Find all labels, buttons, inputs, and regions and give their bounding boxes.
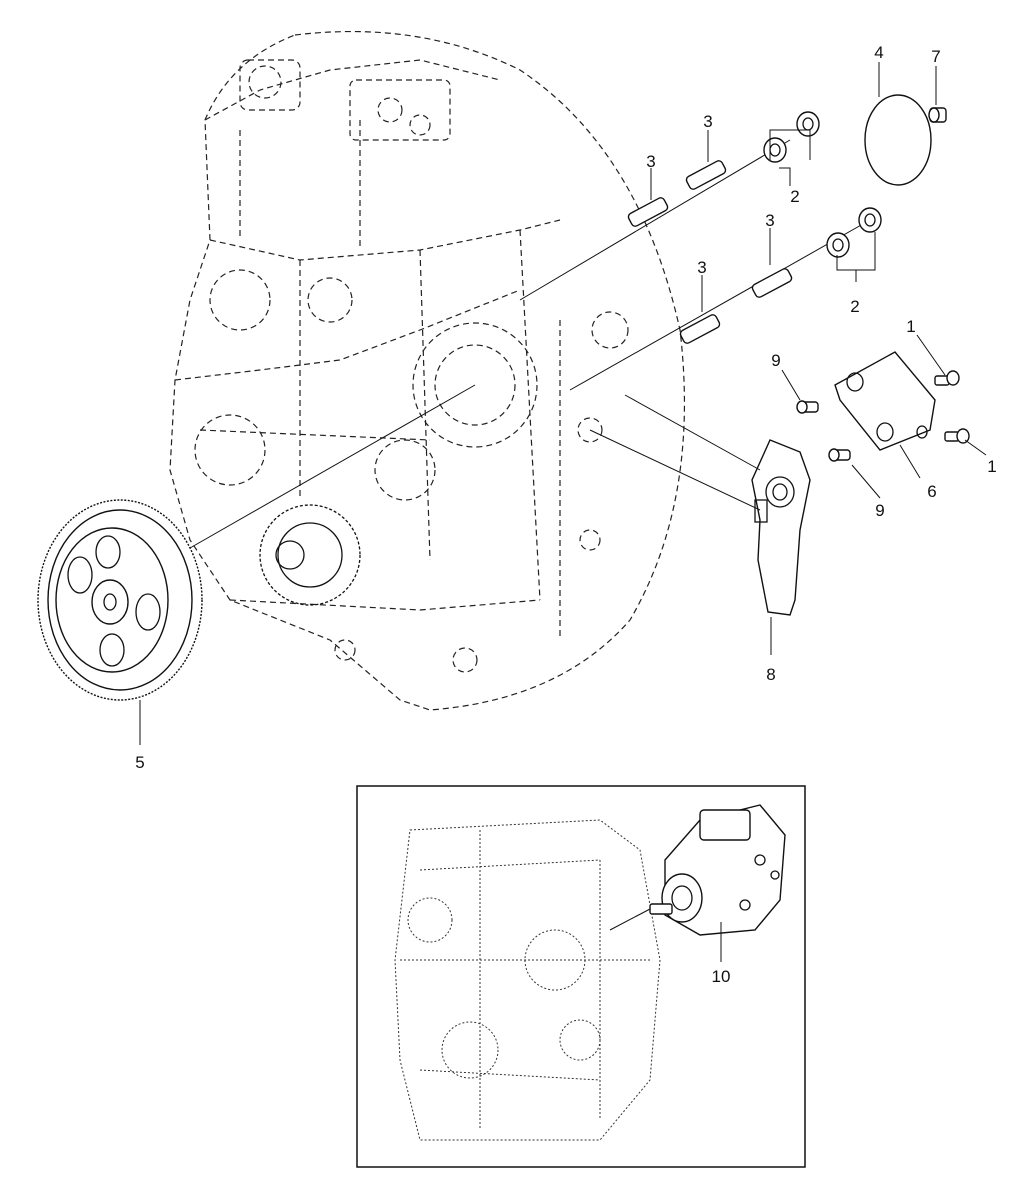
callout-4: 4 [874,43,883,62]
callout-2-upper: 2 [790,187,799,206]
upper-stud-assembly [519,111,820,301]
inset-frame [356,785,806,1168]
callout-3-d: 3 [765,211,774,230]
callout-2-lower: 2 [850,297,859,316]
screw-upper-right [934,370,960,386]
engine-block-outline [169,30,686,711]
timing-gear [37,499,203,701]
pump-plate [589,394,811,616]
callout-1-upper: 1 [906,317,915,336]
idler-gear [259,504,361,606]
plug [928,107,947,123]
callout-9-upper: 9 [771,351,780,370]
callout-6: 6 [927,482,936,501]
fuel-injection-pump [609,804,786,936]
callout-3-c: 3 [697,258,706,277]
screw-lower-right [944,428,970,444]
inset-engine-outline [394,819,661,1141]
callout-8: 8 [766,665,775,684]
callout-9-lower: 9 [875,501,884,520]
lower-stud-assembly [569,207,882,391]
callout-3-b: 3 [703,112,712,131]
bracket [834,351,936,451]
callout-3-a: 3 [646,152,655,171]
callout-5: 5 [135,753,144,772]
screw-lower-left [828,448,851,462]
o-ring [864,94,932,186]
screw-upper-left [796,400,819,414]
callout-1-lower: 1 [987,457,996,476]
callout-7: 7 [931,47,940,66]
callout-leaders [139,62,987,745]
callout-10: 10 [712,967,731,986]
gear-leader-line [189,384,476,549]
